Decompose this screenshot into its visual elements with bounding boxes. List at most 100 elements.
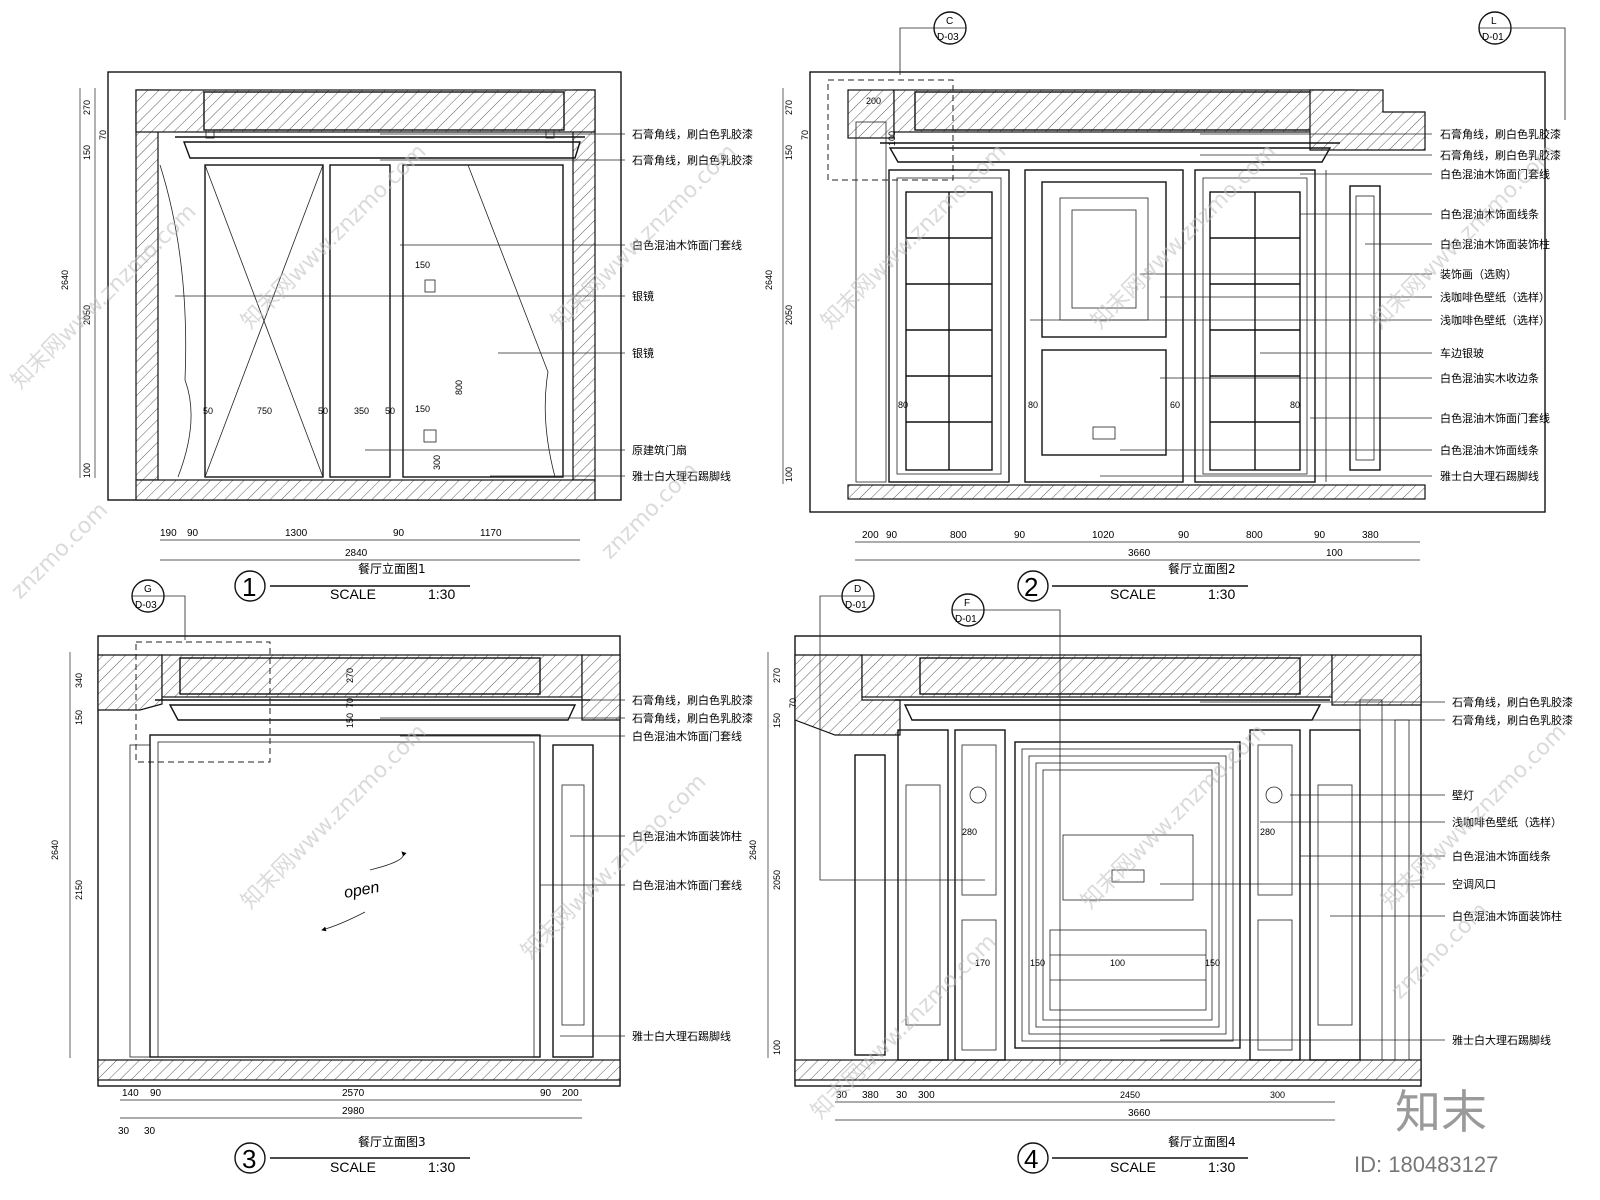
watermark-text-0: 知末网www.znzmo.com	[7, 199, 202, 394]
e3-h-dim-2: 2570	[342, 1088, 365, 1099]
e2-v-dim-1: 70	[800, 130, 810, 140]
e4-h-dim-4: 2450	[1120, 1090, 1140, 1100]
e3-v-dim-0: 340	[74, 673, 84, 688]
e2-scale-word: SCALE	[1110, 586, 1156, 602]
e4-callout-1-letter: F	[964, 598, 970, 609]
e3-total-width: 2980	[342, 1106, 365, 1117]
e3-note-4: 白色混油木饰面门套线	[632, 878, 742, 892]
e3-number: 3	[242, 1144, 256, 1174]
e4-note-4: 白色混油木饰面线条	[1452, 849, 1551, 863]
e2-inner-0: 200	[866, 96, 881, 106]
e3-note-3: 白色混油木饰面装饰柱	[632, 829, 742, 843]
e1-scale-value: 1:30	[428, 586, 455, 602]
e3-v-dim-2: 2150	[74, 880, 84, 900]
e4-note-0: 石膏角线，刷白色乳胶漆	[1452, 695, 1573, 709]
watermark-layer: 知末网www.znzmo.com 知末网www.znzmo.com 知末网www…	[7, 139, 1572, 1124]
e4-note-5: 空调风口	[1452, 877, 1496, 891]
watermark-text-4: 知末网www.znzmo.com	[1087, 139, 1282, 334]
e1-inner-2: 50	[318, 406, 328, 416]
brand-logo-text: 知末	[1395, 1085, 1487, 1139]
e3-inner-0: 270	[345, 668, 355, 683]
e4-note-6: 白色混油木饰面装饰柱	[1452, 909, 1562, 923]
e2-note-11: 白色混油木饰面线条	[1440, 443, 1539, 457]
e1-h-dim-0: 190	[160, 528, 177, 539]
e4-h-dim-1: 380	[862, 1090, 879, 1101]
e3-title: 餐厅立面图3	[358, 1134, 426, 1149]
e2-h-dim-6: 800	[1246, 530, 1263, 541]
e2-title: 餐厅立面图2	[1168, 561, 1236, 576]
e1-v-dim-2: 150	[82, 145, 92, 160]
e2-inner-4: 60	[1170, 400, 1180, 410]
e2-note-5: 装饰画（选购）	[1440, 267, 1517, 281]
e3-h-dim-0: 140	[122, 1088, 139, 1099]
e4-v-dim-4: 100	[772, 1040, 782, 1055]
e1-v-total: 2640	[60, 270, 70, 290]
e4-v-dim-3: 2050	[772, 870, 782, 890]
watermark-text-7: 知末网www.znzmo.com	[517, 769, 712, 964]
e1-inner-4: 50	[385, 406, 395, 416]
e4-inner-0: 280	[962, 827, 977, 837]
e4-v-total: 2640	[748, 840, 758, 860]
e3-open-label: open	[343, 879, 381, 902]
e1-v-dim-0: 270	[82, 100, 92, 115]
e2-inner-1: 100	[887, 131, 897, 146]
e4-callout-0-letter: D	[854, 584, 861, 595]
e2-note-6: 浅咖啡色壁纸（选样）	[1440, 290, 1550, 304]
e1-note-6: 雅士白大理石踢脚线	[632, 469, 731, 483]
watermark-short-2: znzmo.com	[1387, 898, 1493, 1004]
e1-inner-0: 50	[203, 406, 213, 416]
e4-title: 餐厅立面图4	[1168, 1134, 1236, 1149]
e3-h-dim-3: 90	[540, 1088, 552, 1099]
e4-scale-value: 1:30	[1208, 1159, 1235, 1175]
e4-leaders	[1160, 701, 1445, 1041]
e3-h-dim-4: 200	[562, 1088, 579, 1099]
e1-inner-5: 150	[415, 260, 430, 270]
e3-note-0: 石膏角线，刷白色乳胶漆	[632, 693, 753, 707]
e1-inner-3: 350	[354, 406, 369, 416]
e4-scale-word: SCALE	[1110, 1159, 1156, 1175]
e1-inner-1: 750	[257, 406, 272, 416]
e4-note-3: 浅咖啡色壁纸（选样）	[1452, 815, 1562, 829]
e4-total-width: 3660	[1128, 1108, 1151, 1119]
watermark-text-1: 知末网www.znzmo.com	[237, 139, 432, 334]
e2-note-4: 白色混油木饰面装饰柱	[1440, 237, 1550, 251]
e3-note-2: 白色混油木饰面门套线	[632, 729, 742, 743]
e2-v-total: 2640	[764, 270, 774, 290]
elevation-1: 2640 270 70 150 2050 100 190 90 1300 90 …	[60, 71, 753, 602]
e4-note-1: 石膏角线，刷白色乳胶漆	[1452, 713, 1573, 727]
e3-v-dim-1: 150	[74, 710, 84, 725]
e1-inner-7: 300	[432, 455, 442, 470]
image-id: ID: 180483127	[1354, 1152, 1498, 1177]
e4-v-dim-0: 270	[772, 668, 782, 683]
e2-h-dim-4: 1020	[1092, 530, 1115, 541]
e1-v-dim-4: 100	[82, 463, 92, 478]
elevation-2: C D-03 L D-01 2640 270 70 150 2050 100 2…	[764, 11, 1566, 602]
e2-h-dim-5: 90	[1178, 530, 1190, 541]
e2-v-dim-2: 150	[784, 145, 794, 160]
e2-note-12: 雅士白大理石踢脚线	[1440, 469, 1539, 483]
e3-inner-2: 150	[345, 713, 355, 728]
e2-inner-3: 80	[1028, 400, 1038, 410]
e3-h-dim-1: 90	[150, 1088, 162, 1099]
e1-v-dim-1: 70	[98, 130, 108, 140]
e4-h-dim-0: 30	[836, 1090, 848, 1101]
e2-total-width: 3660	[1128, 548, 1151, 559]
e2-h-dim-2: 800	[950, 530, 967, 541]
e1-inner-8: 800	[454, 380, 464, 395]
e1-number: 1	[242, 572, 256, 602]
e4-note-7: 雅士白大理石踢脚线	[1452, 1033, 1551, 1047]
e1-h-dim-4: 1170	[480, 528, 502, 539]
e2-v-dim-0: 270	[784, 100, 794, 115]
e2-note-7: 浅咖啡色壁纸（选样）	[1440, 313, 1550, 327]
e3-leaders	[380, 699, 625, 1037]
e1-note-1: 石膏角线，刷白色乳胶漆	[632, 153, 753, 167]
e4-inner-1: 280	[1260, 827, 1275, 837]
e1-note-0: 石膏角线，刷白色乳胶漆	[632, 127, 753, 141]
e2-note-8: 车边银玻	[1440, 346, 1484, 360]
e4-h-dim-2: 30	[896, 1090, 908, 1101]
e4-inner-4: 170	[975, 958, 990, 968]
e4-h-dim-3: 300	[918, 1090, 935, 1101]
e2-number: 2	[1024, 572, 1038, 602]
e1-inner-6: 150	[415, 404, 430, 414]
